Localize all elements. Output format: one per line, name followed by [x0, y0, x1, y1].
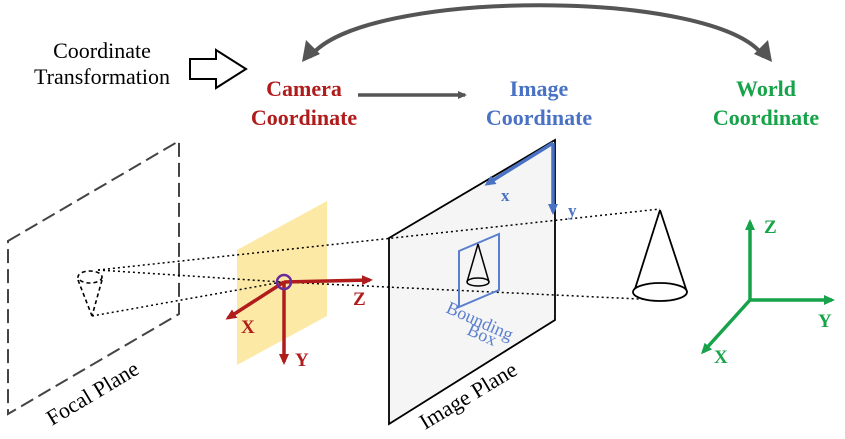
focal-plane	[7, 139, 180, 416]
world-x-axis	[700, 298, 752, 355]
projection-ray-bottom	[91, 281, 283, 317]
curved-arrowhead-left-icon	[302, 40, 320, 62]
camera-y-label: Y	[295, 350, 309, 371]
projection-ray-back	[97, 269, 283, 283]
world-coordinate-line2: Coordinate	[713, 105, 820, 130]
world-y-label: Y	[818, 311, 832, 332]
focal-cone-base	[77, 270, 103, 284]
focal-plane-label: Focal Plane	[42, 356, 143, 431]
bounding-box	[458, 232, 500, 309]
camera-z-axis	[283, 275, 373, 286]
legend-line1: Coordinate	[53, 38, 151, 63]
image-coordinate-line1: Image	[510, 76, 569, 101]
object-cone-base	[632, 282, 688, 302]
focal-cone-sides	[77, 279, 103, 317]
camera-x-axis	[225, 280, 285, 320]
camera-z-label: Z	[353, 289, 366, 310]
camera-x-label: X	[241, 317, 255, 338]
image-cone	[466, 243, 490, 283]
world-coordinate-line1: World	[736, 76, 796, 101]
camera-coordinate-line1: Camera	[266, 76, 342, 101]
world-z-label: Z	[764, 217, 777, 238]
hollow-arrow-icon	[189, 48, 248, 90]
camera-coordinate-line2: Coordinate	[251, 105, 358, 130]
image-y-label: y	[568, 201, 577, 220]
image-cone-base	[466, 277, 490, 287]
image-x-label: x	[501, 186, 510, 205]
projection-ray-top	[97, 208, 661, 271]
curved-arrowhead-right-icon	[754, 40, 772, 62]
world-x-label: X	[714, 347, 728, 368]
object-cone-sides	[633, 209, 688, 293]
legend-line2: Transformation	[34, 64, 170, 89]
image-x-axis	[484, 141, 554, 186]
image-coordinate-line2: Coordinate	[486, 105, 593, 130]
camera-optical-center	[275, 273, 293, 291]
projection-ray-bottom-2	[281, 281, 661, 301]
world-camera-curved-arrow	[308, 3, 766, 59]
image-plane	[388, 138, 556, 426]
